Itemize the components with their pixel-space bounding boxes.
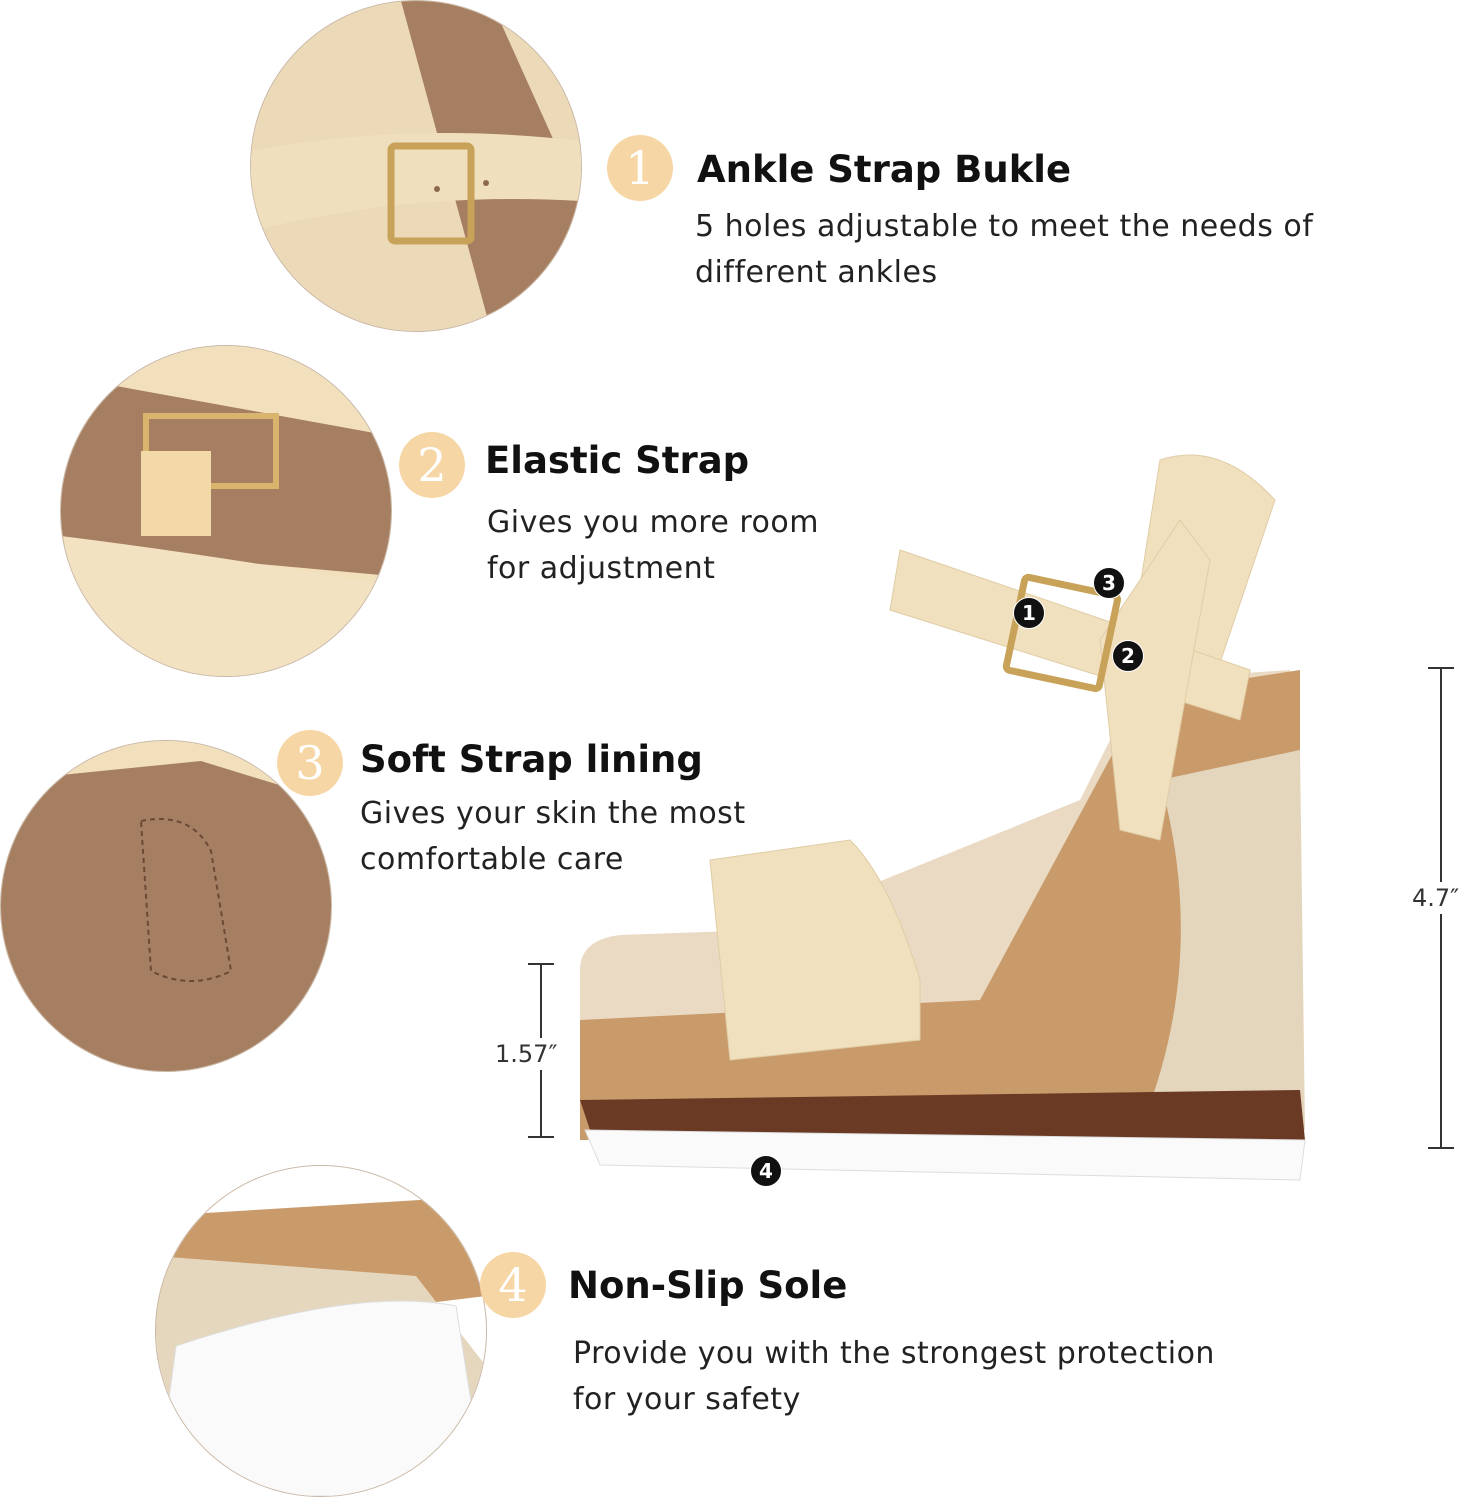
sole-illustration [156,1166,486,1496]
feature-badge: 3 [277,730,343,796]
elastic-illustration [61,346,391,676]
platform-height-label: 1.57″ [495,1038,558,1070]
detail-photo-sole [155,1165,487,1497]
feature-title: Ankle Strap Bukle [697,148,1072,191]
buckle-illustration [251,1,581,331]
lining-illustration [1,741,331,1071]
feature-title: Soft Strap lining [360,738,703,781]
feature-desc: Provide you with the strongest protectio… [573,1336,1215,1417]
marker-4: 4 [750,1155,782,1187]
feature-title: Non-Slip Sole [568,1264,848,1307]
marker-2: 2 [1112,640,1144,672]
feature-badge: 1 [607,135,673,201]
marker-1: 1 [1013,597,1045,629]
feature-badge: 4 [480,1252,546,1318]
detail-photo-buckle [250,0,582,332]
detail-photo-lining [0,740,332,1072]
feature-badge: 2 [399,432,465,498]
marker-3: 3 [1093,567,1125,599]
feature-title: Elastic Strap [485,439,750,482]
detail-photo-elastic [60,345,392,677]
heel-height-label: 4.7″ [1412,882,1460,914]
sandal-product-image [580,454,1306,1181]
